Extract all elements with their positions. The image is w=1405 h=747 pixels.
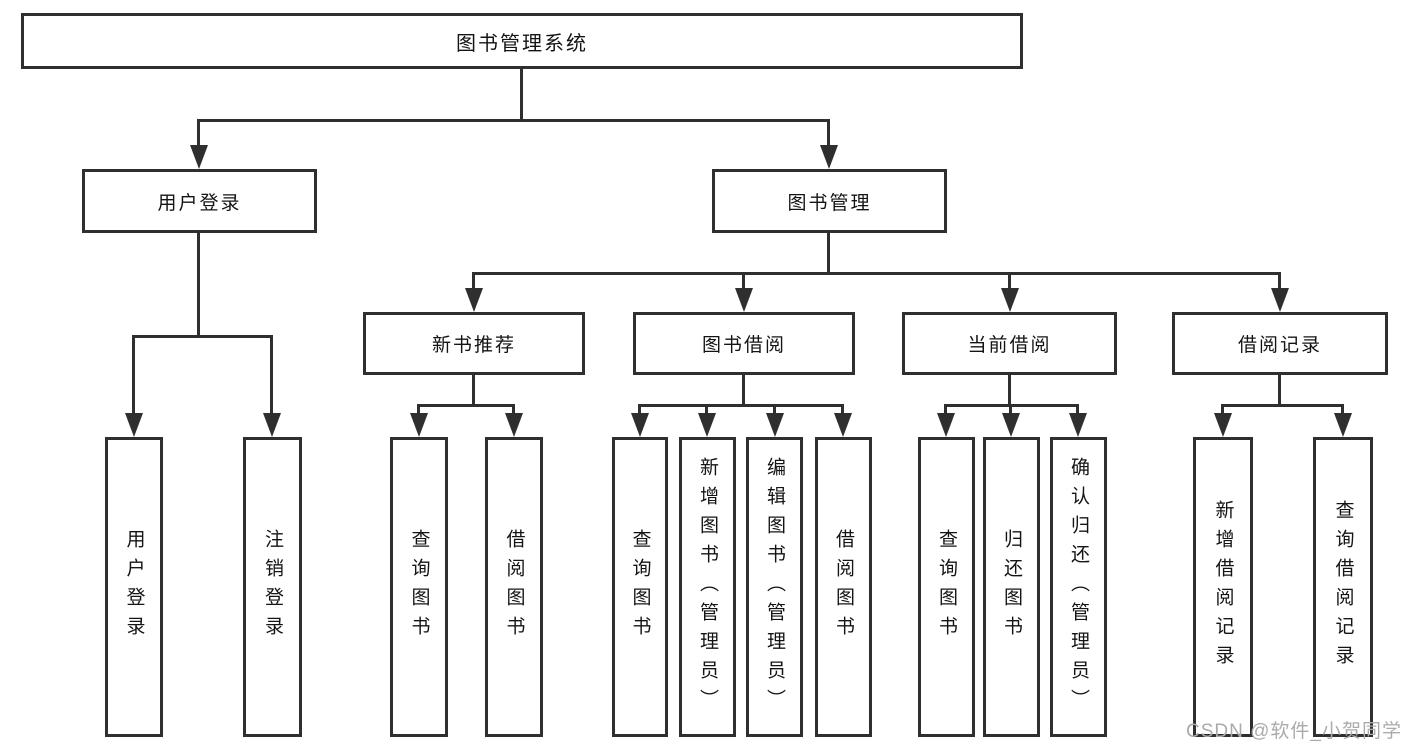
connector-line bbox=[512, 404, 515, 415]
connector-line bbox=[1341, 404, 1344, 415]
node-current-borrowing: 当前借阅 bbox=[902, 312, 1117, 375]
connector-line bbox=[773, 404, 776, 415]
node-book-management: 图书管理 bbox=[712, 169, 947, 233]
leaf-query-book-current-label: 查询图书 bbox=[936, 529, 957, 645]
arrowhead-icon bbox=[410, 413, 428, 437]
leaf-query-book-current: 查询图书 bbox=[918, 437, 975, 737]
leaf-borrow-book-recommend-label: 借阅图书 bbox=[503, 529, 525, 645]
arrowhead-icon bbox=[125, 413, 143, 437]
leaf-query-book-borrowing-label: 查询图书 bbox=[629, 529, 651, 645]
connector-line bbox=[132, 335, 135, 415]
arrowhead-icon bbox=[820, 145, 838, 169]
arrowhead-icon bbox=[834, 413, 852, 437]
connector-line bbox=[638, 404, 641, 415]
leaf-borrow-book-recommend: 借阅图书 bbox=[485, 437, 543, 737]
arrowhead-icon bbox=[766, 413, 784, 437]
node-user-login-label: 用户登录 bbox=[157, 192, 242, 214]
connector-line bbox=[417, 404, 420, 415]
connector-line bbox=[1278, 272, 1281, 290]
leaf-add-borrow-record: 新增借阅记录 bbox=[1193, 437, 1253, 737]
connector-line bbox=[1278, 375, 1281, 407]
connector-line bbox=[1221, 404, 1224, 415]
connector-line bbox=[827, 119, 830, 147]
node-user-login: 用户登录 bbox=[82, 169, 317, 233]
leaf-borrow-book-borrowing: 借阅图书 bbox=[815, 437, 872, 737]
arrowhead-icon bbox=[1069, 413, 1087, 437]
arrowhead-icon bbox=[698, 413, 716, 437]
leaf-return-book-label: 归还图书 bbox=[1001, 529, 1022, 645]
connector-line bbox=[197, 119, 200, 147]
connector-line bbox=[472, 272, 475, 290]
arrowhead-icon bbox=[505, 413, 523, 437]
leaf-borrow-book-borrowing-label: 借阅图书 bbox=[833, 529, 854, 645]
arrowhead-icon bbox=[1214, 413, 1232, 437]
connector-line bbox=[197, 233, 200, 338]
leaf-confirm-return-admin: 确认归还（管理员） bbox=[1050, 437, 1107, 737]
leaf-return-book: 归还图书 bbox=[983, 437, 1040, 737]
arrowhead-icon bbox=[735, 288, 753, 312]
node-root: 图书管理系统 bbox=[21, 13, 1023, 69]
connector-line bbox=[472, 375, 475, 407]
connector-line bbox=[520, 69, 523, 122]
arrowhead-icon bbox=[1001, 288, 1019, 312]
node-borrow-records-label: 借阅记录 bbox=[1237, 335, 1322, 356]
node-borrow-records: 借阅记录 bbox=[1172, 312, 1388, 375]
node-root-label: 图书管理系统 bbox=[456, 32, 588, 55]
connector-line bbox=[1076, 404, 1079, 415]
leaf-user-login: 用户登录 bbox=[105, 437, 163, 737]
leaf-logout: 注销登录 bbox=[243, 437, 302, 737]
node-book-borrowing: 图书借阅 bbox=[633, 312, 855, 375]
leaf-query-borrow-record-label: 查询借阅记录 bbox=[1332, 500, 1354, 674]
leaf-query-book-recommend: 查询图书 bbox=[390, 437, 448, 737]
leaf-add-book-admin: 新增图书（管理员） bbox=[679, 437, 736, 737]
watermark: CSDN @软件_小贺同学 bbox=[1186, 721, 1402, 742]
arrowhead-icon bbox=[465, 288, 483, 312]
node-book-borrowing-label: 图书借阅 bbox=[701, 335, 786, 356]
arrowhead-icon bbox=[1334, 413, 1352, 437]
arrowhead-icon bbox=[631, 413, 649, 437]
connector-line bbox=[1009, 404, 1012, 415]
leaf-add-book-admin-label: 新增图书（管理员） bbox=[697, 456, 718, 718]
leaf-logout-label: 注销登录 bbox=[262, 529, 283, 645]
node-current-borrowing-label: 当前借阅 bbox=[967, 335, 1052, 356]
connector-line bbox=[1221, 404, 1344, 407]
connector-line bbox=[472, 272, 1281, 275]
connector-line bbox=[944, 404, 947, 415]
leaf-query-book-recommend-label: 查询图书 bbox=[408, 529, 430, 645]
connector-line bbox=[197, 119, 830, 122]
connector-line bbox=[742, 272, 745, 290]
connector-line bbox=[705, 404, 708, 415]
arrowhead-icon bbox=[263, 413, 281, 437]
leaf-user-login-label: 用户登录 bbox=[123, 529, 145, 645]
connector-line bbox=[742, 375, 745, 407]
leaf-edit-book-admin: 编辑图书（管理员） bbox=[746, 437, 803, 737]
leaf-add-borrow-record-label: 新增借阅记录 bbox=[1212, 500, 1234, 674]
node-new-book-recommend-label: 新书推荐 bbox=[431, 335, 516, 356]
arrowhead-icon bbox=[190, 145, 208, 169]
leaf-edit-book-admin-label: 编辑图书（管理员） bbox=[764, 456, 785, 718]
connector-line bbox=[1008, 272, 1011, 290]
connector-line bbox=[827, 233, 830, 275]
connector-line bbox=[638, 404, 844, 407]
node-new-book-recommend: 新书推荐 bbox=[363, 312, 585, 375]
connector-line bbox=[132, 335, 273, 338]
leaf-query-book-borrowing: 查询图书 bbox=[612, 437, 668, 737]
leaf-confirm-return-admin-label: 确认归还（管理员） bbox=[1068, 456, 1089, 718]
connector-line bbox=[417, 404, 515, 407]
connector-line bbox=[1008, 375, 1011, 407]
node-book-management-label: 图书管理 bbox=[787, 192, 872, 214]
arrowhead-icon bbox=[1271, 288, 1289, 312]
arrowhead-icon bbox=[937, 413, 955, 437]
leaf-query-borrow-record: 查询借阅记录 bbox=[1313, 437, 1373, 737]
arrowhead-icon bbox=[1002, 413, 1020, 437]
connector-line bbox=[270, 335, 273, 415]
connector-line bbox=[841, 404, 844, 415]
